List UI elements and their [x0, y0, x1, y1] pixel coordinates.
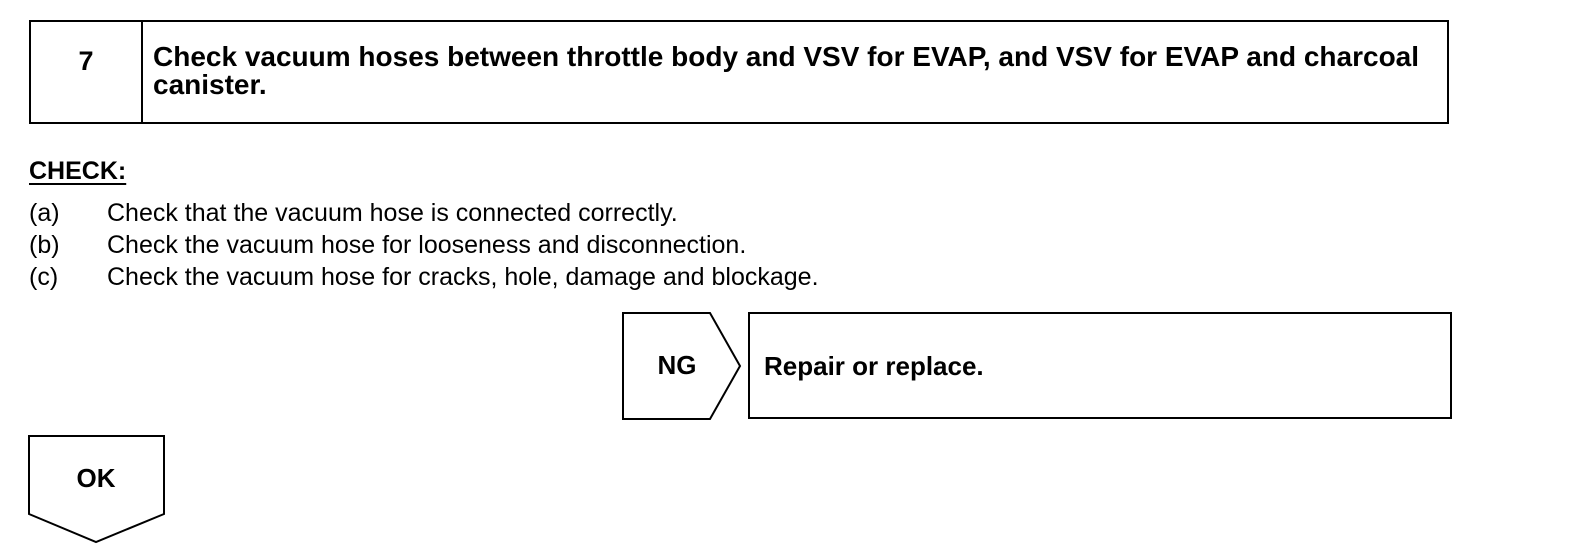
check-item-marker: (c)	[29, 263, 59, 291]
check-item-marker: (b)	[29, 231, 60, 259]
check-item-marker: (a)	[29, 199, 60, 227]
ok-label: OK	[76, 463, 116, 493]
ok-arrow-down-icon	[28, 435, 165, 544]
step-number-cell: 7	[31, 22, 143, 122]
ng-arrow-right-icon	[622, 312, 742, 420]
check-item-text: Check that the vacuum hose is connected …	[107, 199, 678, 227]
step-number: 7	[78, 46, 94, 76]
check-item-b: (b) Check the vacuum hose for looseness a…	[29, 229, 819, 261]
ng-label: NG	[657, 350, 697, 380]
check-item-a: (a) Check that the vacuum hose is connect…	[29, 197, 819, 229]
check-item-text: Check the vacuum hose for looseness and …	[107, 231, 747, 259]
ng-action-text: Repair or replace.	[764, 351, 984, 381]
ng-action-box: Repair or replace.	[748, 312, 1452, 419]
check-list: (a) Check that the vacuum hose is connect…	[29, 197, 819, 293]
check-item-c: (c) Check the vacuum hose for cracks, hol…	[29, 261, 819, 293]
check-item-text: Check the vacuum hose for cracks, hole, …	[107, 263, 819, 291]
check-heading: CHECK:	[29, 157, 127, 185]
step-title: Check vacuum hoses between throttle body…	[153, 41, 1420, 100]
step-header-box: 7 Check vacuum hoses between throttle bo…	[29, 20, 1449, 124]
